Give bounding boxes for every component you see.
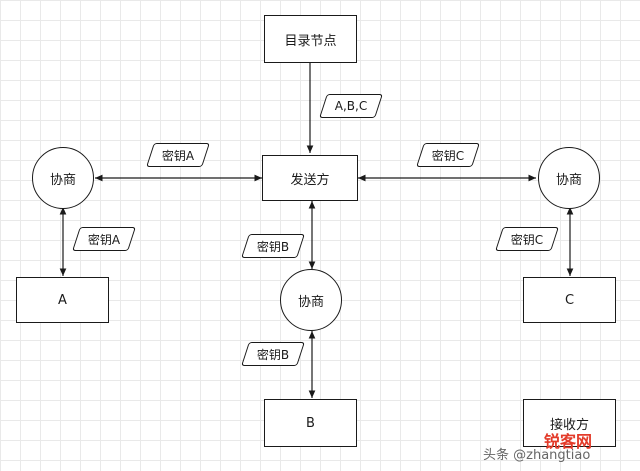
a-node-label: A (58, 292, 67, 308)
sender-node: 发送方 (262, 155, 358, 201)
watermark-logo: 锐客网 (543, 432, 592, 451)
label-key-a-top: 密钥A (146, 143, 210, 167)
receiver-node-label: 接收方 (549, 417, 589, 433)
label-key-c-top-text: 密钥C (431, 148, 465, 163)
directory-node-label: 目录节点 (284, 33, 337, 49)
b-node: B (264, 399, 357, 447)
receiver-node: 接收方 (523, 399, 616, 447)
label-key-a-side-text: 密钥A (87, 232, 121, 247)
watermark-logo-wrap: 锐客网 (528, 426, 608, 454)
c-node-label: C (564, 292, 575, 308)
negotiate-right-label: 协商 (555, 172, 582, 188)
negotiate-center-label: 协商 (297, 294, 324, 310)
label-key-b-lower-text: 密钥B (256, 347, 290, 362)
negotiate-left-label: 协商 (49, 172, 76, 188)
c-node: C (523, 277, 616, 323)
negotiate-right-node: 协商 (538, 147, 600, 209)
watermark: 头条 @zhangtiao (483, 436, 640, 471)
label-key-c-side-text: 密钥C (510, 232, 544, 247)
negotiate-center-node: 协商 (280, 269, 342, 331)
label-abc-text: A,B,C (334, 99, 368, 113)
label-abc: A,B,C (319, 94, 383, 118)
negotiate-left-node: 协商 (32, 147, 94, 209)
sender-node-label: 发送方 (290, 172, 330, 188)
label-key-a-top-text: 密钥A (161, 148, 195, 163)
watermark-text: 头条 @zhangtiao (483, 448, 591, 463)
label-key-c-side: 密钥C (495, 227, 559, 251)
directory-node: 目录节点 (264, 15, 357, 63)
label-key-b-upper: 密钥B (241, 234, 305, 258)
a-node: A (16, 277, 109, 323)
label-key-b-lower: 密钥B (241, 342, 305, 366)
label-key-a-side: 密钥A (72, 227, 136, 251)
label-key-b-upper-text: 密钥B (256, 239, 290, 254)
label-key-c-top: 密钥C (416, 143, 480, 167)
b-node-label: B (306, 415, 315, 431)
